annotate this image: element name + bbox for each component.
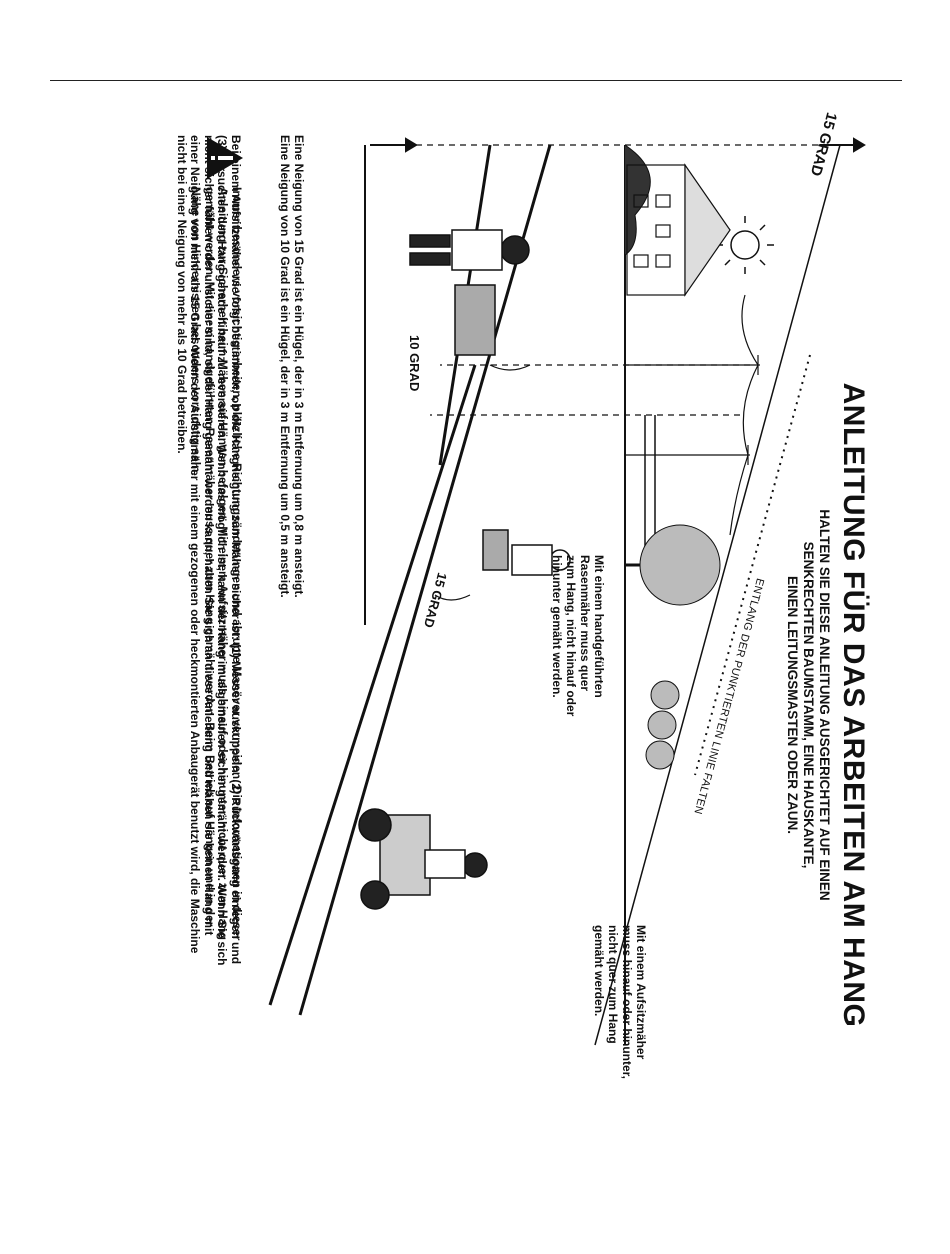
note-line: Mit einem handgeführten bbox=[592, 555, 606, 698]
warning-triangle-icon bbox=[207, 137, 243, 179]
definition-line: Eine Neigung von 15 Grad ist ein Hügel, … bbox=[292, 135, 306, 598]
hand-mower-note: Mit einem handgeführten Rasenmäher muss … bbox=[550, 555, 606, 716]
dashed-guides bbox=[410, 144, 840, 416]
note-line: muss hinauf oder hinunter, bbox=[620, 925, 634, 1080]
slope-15-upper bbox=[298, 144, 552, 1016]
note-line: zum Hang, nicht hinauf oder bbox=[564, 555, 578, 717]
person-hand-mower-icon bbox=[482, 529, 571, 576]
slope-definitions: Eine Neigung von 15 Grad ist ein Hügel, … bbox=[278, 135, 307, 1095]
angle-arrows bbox=[434, 364, 531, 601]
fence bbox=[644, 415, 656, 555]
slope-guide-footer-rotated: Eine Neigung von 15 Grad ist ein Hügel, … bbox=[165, 135, 307, 1095]
slope-guide-rotated: ANLEITUNG FÜR DAS ARBEITEN AM HANG HALTE… bbox=[170, 111, 870, 1095]
note-line: hinunter gemäht werden. bbox=[550, 555, 564, 698]
slope-diagram bbox=[268, 137, 866, 1046]
note-line: gemäht werden. bbox=[592, 925, 606, 1017]
person-hand-mower-icon bbox=[409, 229, 530, 356]
tree-icon bbox=[625, 524, 721, 770]
definition-line: Eine Neigung von 10 Grad ist ein Hügel, … bbox=[278, 135, 293, 598]
slope-15-lower bbox=[268, 364, 477, 1006]
warning-line: Immer besonders vorsichtig arbeiten, plö… bbox=[230, 187, 244, 941]
riding-mower-note: Mit einem Aufsitzmäher muss hinauf oder … bbox=[592, 925, 648, 1079]
warning-line: Nähe von Hindernissen besonders vorsicht… bbox=[189, 187, 204, 476]
warning-line: gemäht werden. Mit einem handgeführten R… bbox=[203, 187, 217, 927]
header-rule bbox=[50, 80, 902, 81]
note-line: nicht quer zum Hang bbox=[606, 925, 620, 1044]
angle-label-bottom: 10 GRAD bbox=[407, 335, 422, 392]
riding-mower-icon bbox=[358, 808, 488, 910]
warning-line: Anleitung zur Sicherheit beim Mähen auf … bbox=[216, 187, 231, 940]
hedge bbox=[624, 144, 651, 256]
fold-dotted bbox=[694, 354, 811, 776]
fold-line bbox=[594, 144, 841, 1046]
note-line: Mit einem Aufsitzmäher bbox=[634, 925, 648, 1060]
house-icon bbox=[626, 163, 731, 297]
note-line: Rasenmäher muss quer bbox=[578, 555, 592, 692]
warning-text: Immer besonders vorsichtig arbeiten, plö… bbox=[189, 187, 245, 1087]
